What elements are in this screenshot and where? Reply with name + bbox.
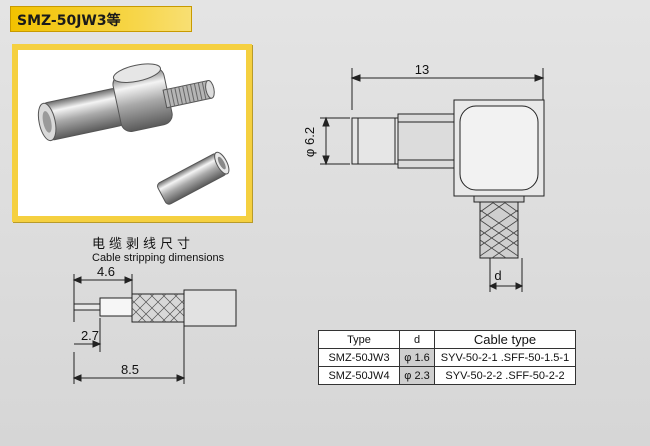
product-title: SMZ-50JW3等	[17, 13, 121, 29]
connector-dimension-drawing: 13 φ 6.2 d	[302, 62, 545, 292]
plug-sleeve	[351, 117, 399, 165]
col-header-type: Type	[318, 330, 400, 349]
cell-cable: SYV-50-2-2 .SFF-50-2-2	[434, 366, 576, 385]
dielectric	[99, 297, 133, 317]
cell-type: SMZ-50JW4	[318, 366, 400, 385]
crimp-sleeve	[479, 201, 519, 259]
length-label: 13	[415, 62, 429, 77]
table-row: SMZ-50JW3 φ 1.6 SYV-50-2-1 .SFF-50-1.5-1	[318, 348, 576, 367]
table-header-row: Type d Cable type	[318, 330, 576, 349]
col-header-d: d	[399, 330, 435, 349]
table-row: SMZ-50JW4 φ 2.3 SYV-50-2-2 .SFF-50-2-2	[318, 366, 576, 385]
stripping-dimension-drawing: 4.6 2.7 8.5	[72, 264, 237, 384]
cell-d: φ 1.6	[399, 348, 435, 367]
stripping-title-cn: 电缆剥线尺寸	[92, 237, 195, 252]
product-photo	[12, 44, 252, 222]
spec-table: Type d Cable type SMZ-50JW3 φ 1.6 SYV-50…	[318, 330, 576, 385]
d-label: d	[494, 268, 501, 283]
plug-neck	[397, 113, 457, 169]
stripping-title-en: Cable stripping dimensions	[92, 252, 225, 264]
cable-jacket	[183, 289, 237, 327]
col-header-cable-type: Cable type	[434, 330, 576, 349]
cell-type: SMZ-50JW3	[318, 348, 400, 367]
dim-8-5-label: 8.5	[121, 362, 139, 377]
cell-cable: SYV-50-2-1 .SFF-50-1.5-1	[434, 348, 576, 367]
diameter-label: φ 6.2	[302, 127, 317, 157]
cell-d: φ 2.3	[399, 366, 435, 385]
connector-photo-illustration	[37, 63, 230, 205]
dim-4-6-label: 4.6	[97, 264, 115, 279]
product-title-banner: SMZ-50JW3等	[10, 6, 192, 32]
dim-2-7-label: 2.7	[81, 328, 99, 343]
